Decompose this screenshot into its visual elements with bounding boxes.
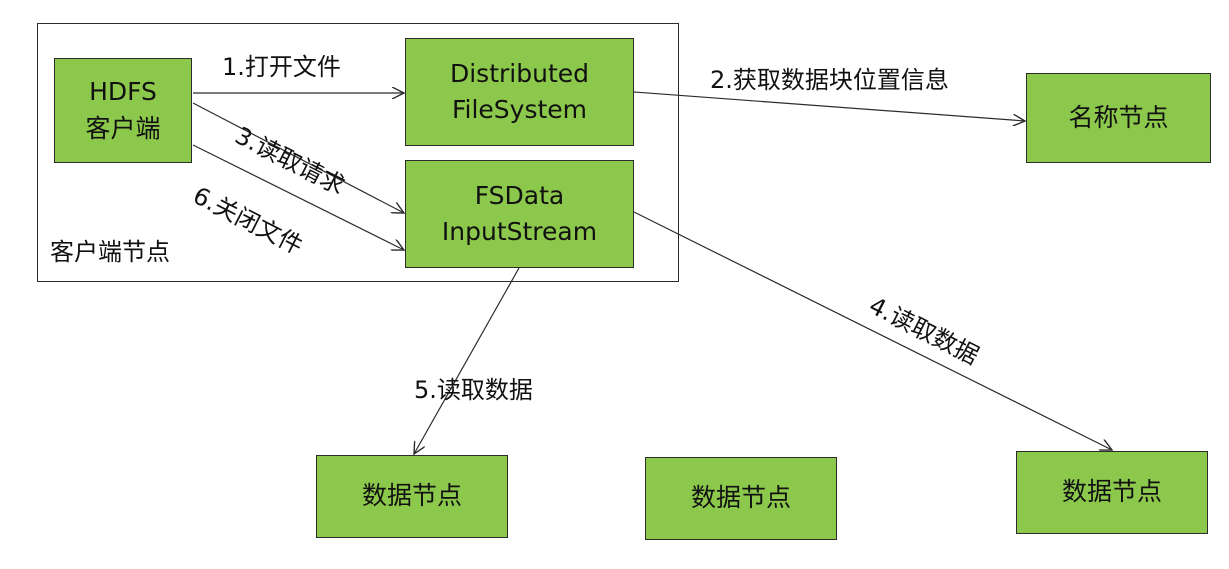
edge-label-read-data-5: 5.读取数据 bbox=[414, 376, 533, 404]
edge-label-open-file: 1.打开文件 bbox=[222, 53, 341, 81]
edge-read-request bbox=[192, 102, 404, 213]
distributed-filesystem-node: Distributed FileSystem bbox=[405, 38, 634, 146]
hdfs-client-line2: 客户端 bbox=[85, 113, 161, 143]
hdfs-client-line1: HDFS bbox=[89, 77, 157, 107]
fsdata-inputstream-line1: FSData bbox=[474, 180, 565, 210]
edge-get-block-locations bbox=[633, 91, 1025, 121]
edge-read-data-4 bbox=[633, 211, 1112, 450]
name-node: 名称节点 bbox=[1026, 73, 1211, 163]
data-node-2-label: 数据节点 bbox=[690, 483, 791, 513]
data-node-3: 数据节点 bbox=[1016, 451, 1208, 534]
data-node-3-label: 数据节点 bbox=[1061, 477, 1162, 507]
data-node-1: 数据节点 bbox=[316, 455, 508, 538]
data-node-2: 数据节点 bbox=[645, 457, 837, 540]
distributed-filesystem-line2: FileSystem bbox=[451, 95, 588, 124]
distributed-filesystem-line1: Distributed bbox=[449, 58, 589, 88]
client-node-label: 客户端节点 bbox=[50, 238, 170, 266]
fsdata-inputstream-node: FSData InputStream bbox=[405, 160, 634, 268]
edge-label-get-block-locations: 2.获取数据块位置信息 bbox=[710, 66, 949, 94]
data-node-1-label: 数据节点 bbox=[361, 481, 462, 511]
edge-read-data-5 bbox=[414, 267, 520, 454]
name-node-label: 名称节点 bbox=[1068, 102, 1169, 132]
hdfs-client-node: HDFS 客户端 bbox=[54, 58, 192, 163]
fsdata-inputstream-line2: InputStream bbox=[441, 217, 598, 246]
client-node-frame bbox=[37, 23, 679, 282]
edge-close-file bbox=[192, 144, 404, 250]
